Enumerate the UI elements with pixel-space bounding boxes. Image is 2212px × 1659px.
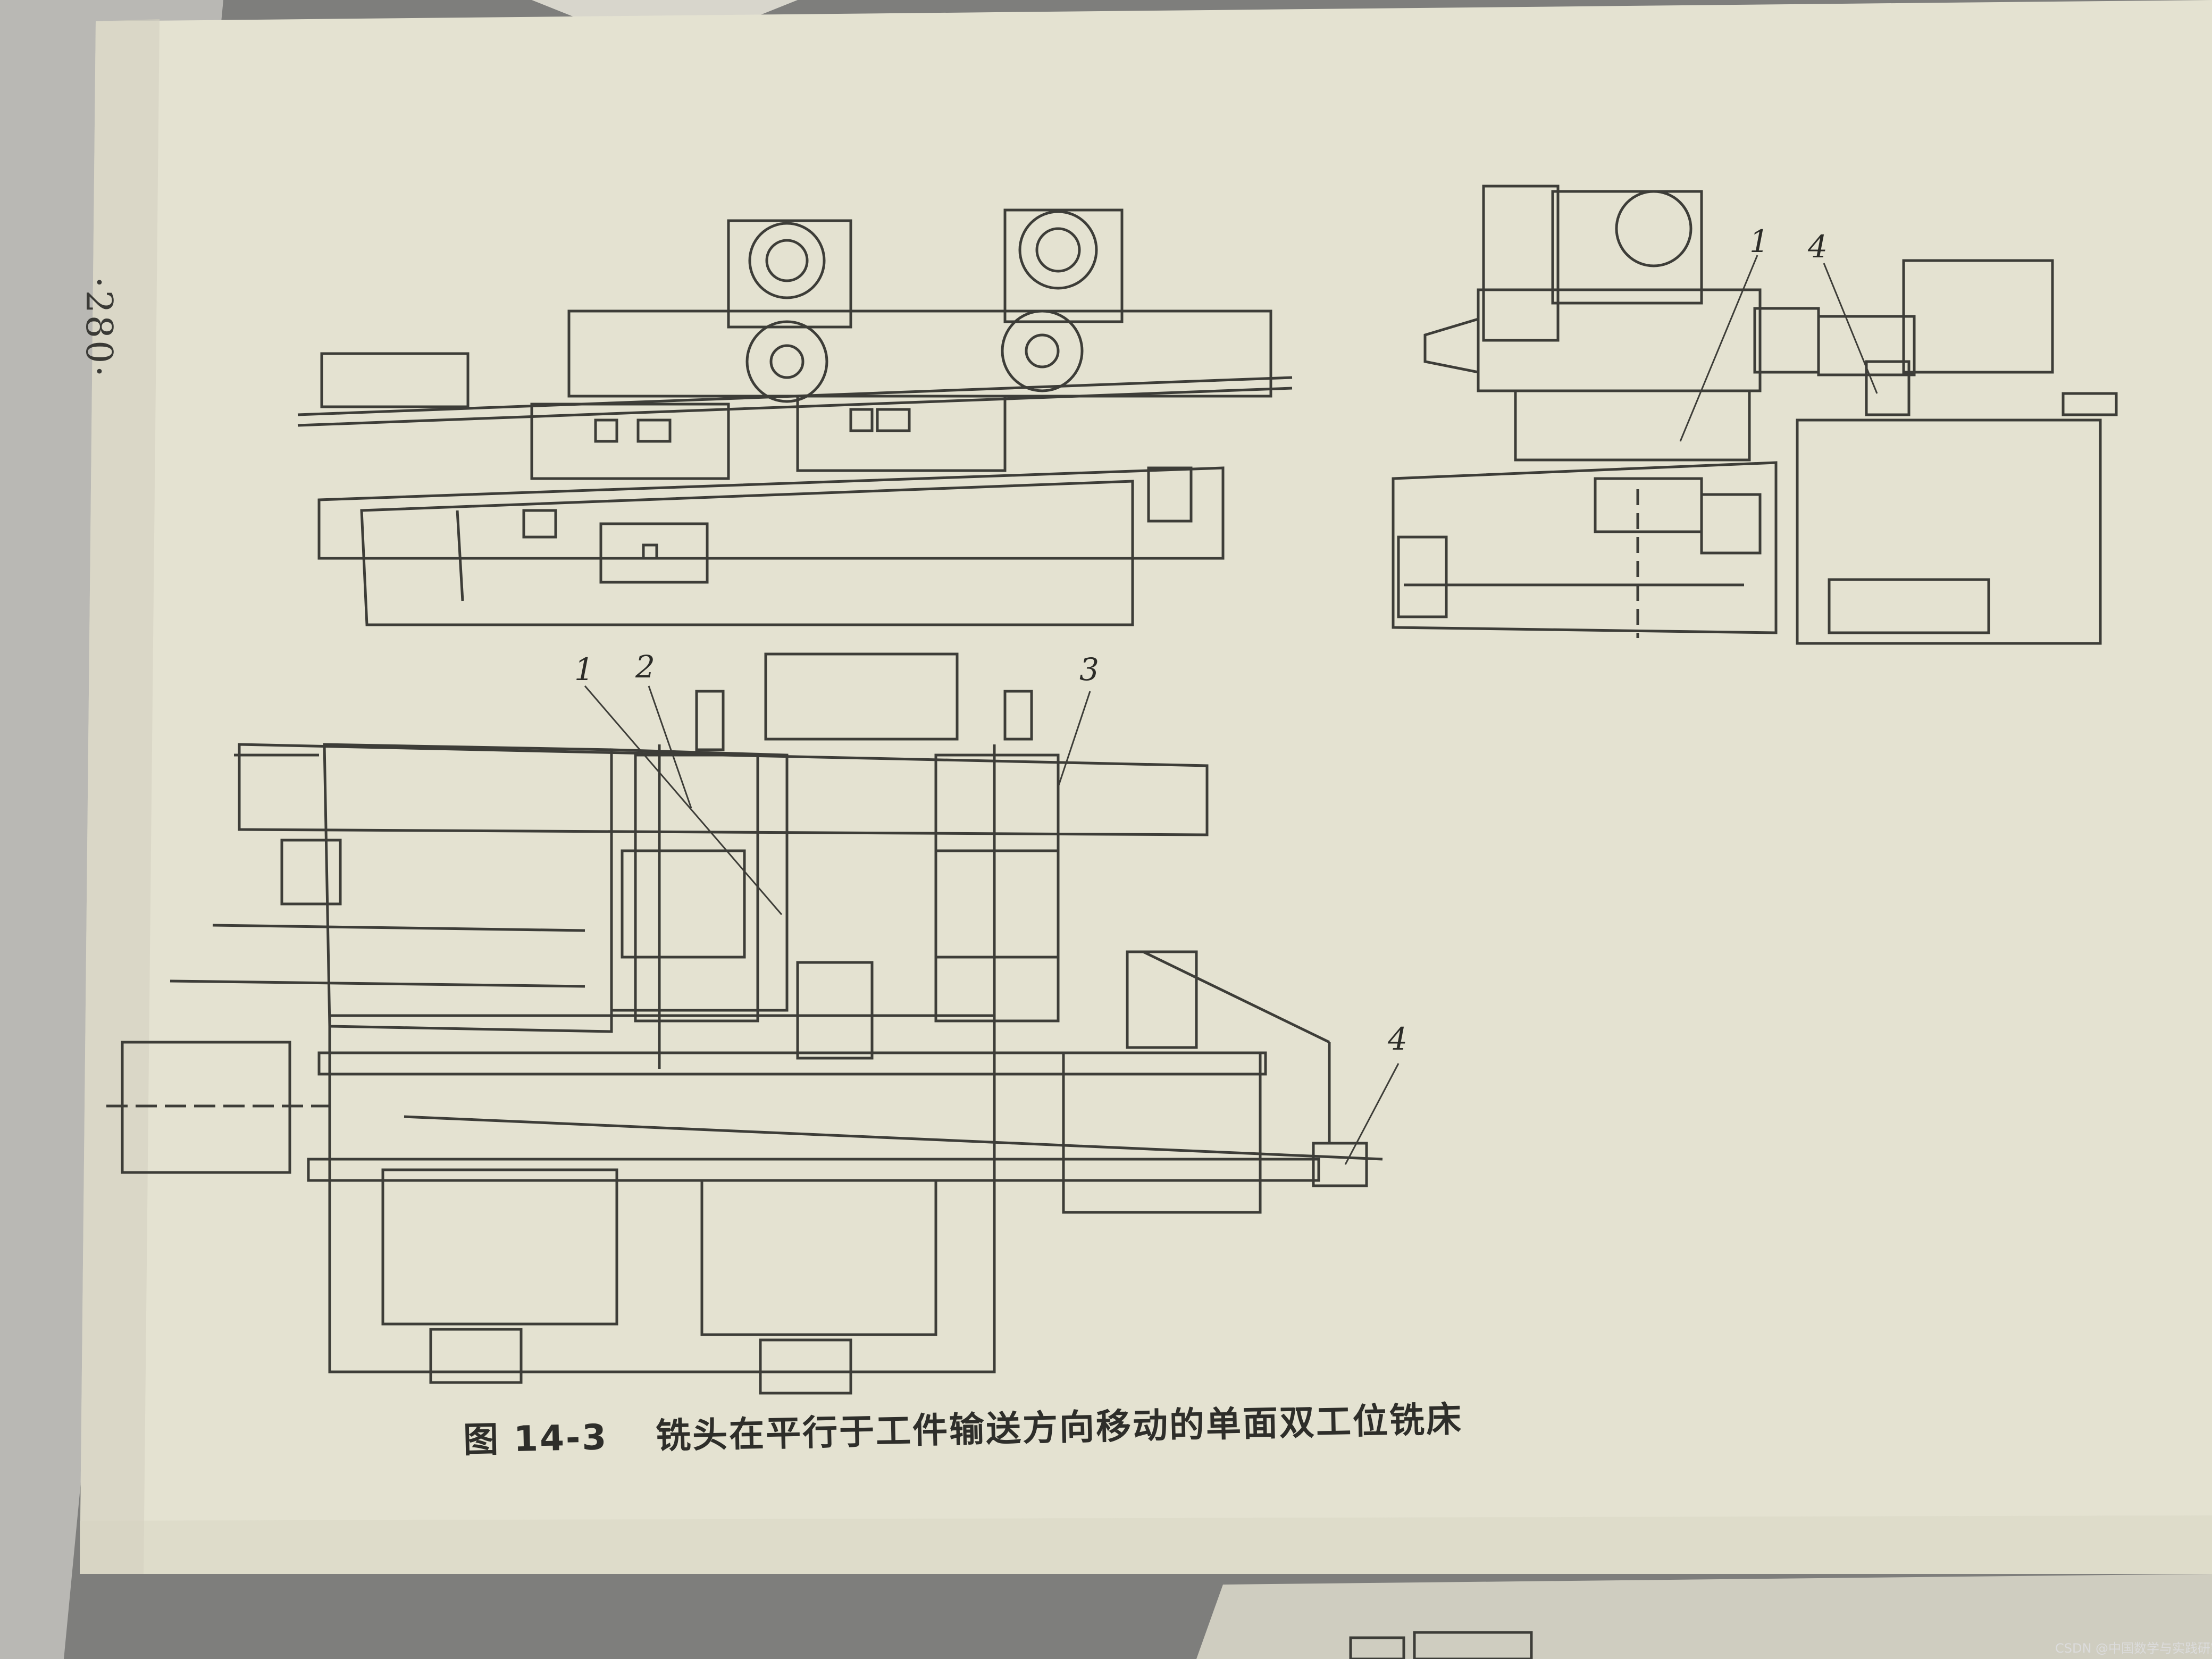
next-figure-fragment bbox=[1349, 1631, 1533, 1659]
callout-plan-1: 1 bbox=[574, 651, 594, 688]
paper-page bbox=[80, 0, 2212, 1574]
callout-side-1: 1 bbox=[1749, 223, 1769, 259]
front-elevation-drawing bbox=[297, 208, 1293, 626]
callout-plan-2: 2 bbox=[635, 649, 655, 685]
callout-leaders bbox=[584, 255, 1878, 1165]
callout-side-4: 4 bbox=[1808, 229, 1828, 265]
side-elevation-drawing bbox=[1392, 185, 2118, 645]
callout-plan-3: 3 bbox=[1079, 651, 1099, 688]
page-number: ·280· bbox=[78, 276, 120, 380]
watermark: CSDN @中国数学与实践研究室 bbox=[2055, 1641, 2212, 1656]
callout-plan-4: 4 bbox=[1388, 1021, 1407, 1057]
figure-number: 图 14-3 bbox=[463, 1417, 609, 1461]
plan-view-drawing bbox=[106, 652, 1383, 1395]
